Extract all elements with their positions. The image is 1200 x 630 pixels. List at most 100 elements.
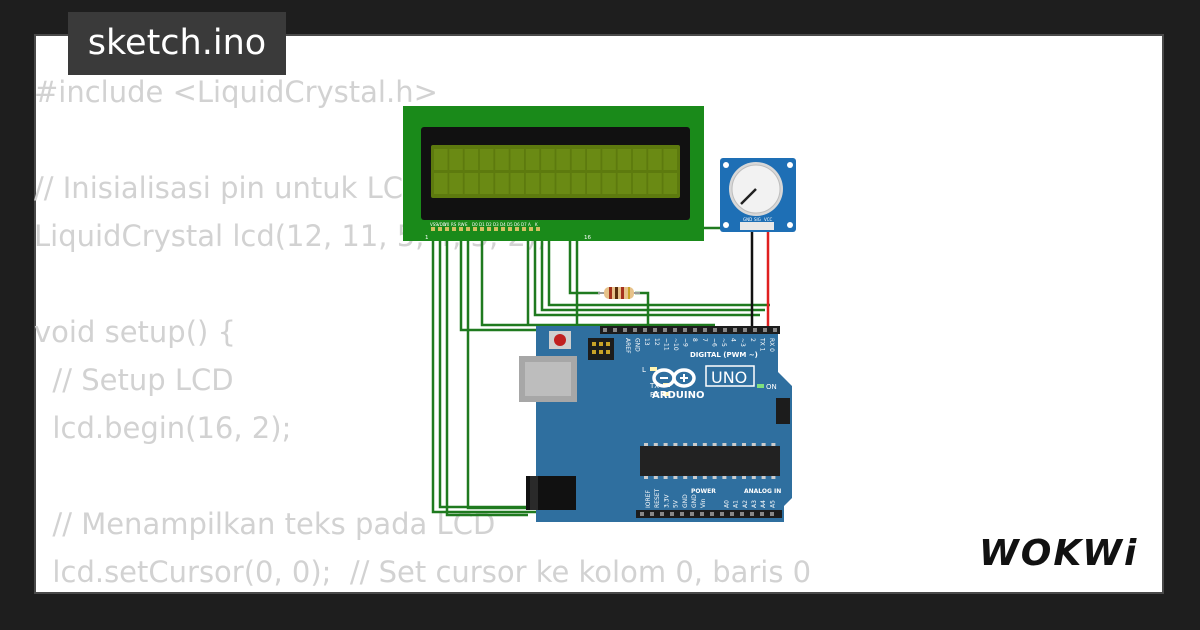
chip-leg: [751, 443, 756, 446]
lcd-pin-label: K: [535, 222, 538, 227]
resistor-band: [628, 287, 630, 299]
lcd-char-cell: [602, 149, 616, 170]
lcd-pin: [536, 227, 540, 231]
lcd-char-cell: [495, 149, 509, 170]
bottom-pin-label: A3: [751, 500, 758, 508]
power-jack-shade: [530, 476, 538, 510]
lcd-pin-label: D6: [514, 222, 520, 227]
wire-d6: [540, 236, 765, 312]
header-hole: [743, 328, 747, 332]
lcd-pin-label: D7: [521, 222, 527, 227]
bottom-pin-label: A2: [742, 500, 749, 508]
lcd-char-cell: [632, 149, 647, 170]
digital-pin-label: 2: [749, 338, 756, 342]
digital-label: DIGITAL (PWM ~): [690, 351, 758, 359]
led-l-label: L: [642, 366, 646, 374]
header-hole: [710, 512, 714, 516]
arduino-model: UNO: [711, 368, 747, 387]
header-hole: [663, 328, 667, 332]
lcd-pin: [459, 227, 463, 231]
lcd-char-cell: [434, 173, 448, 194]
chip-leg: [663, 443, 668, 446]
filename-tab[interactable]: sketch.ino: [68, 12, 286, 75]
digital-pin-label: RX 0: [768, 338, 775, 352]
lcd-pin-header: [431, 227, 540, 231]
pot-pin-label: VCC: [764, 217, 773, 222]
lcd-pin: [522, 227, 526, 231]
header-hole: [760, 512, 764, 516]
header-hole: [670, 512, 674, 516]
chip-leg: [742, 443, 746, 446]
lcd-char-cell: [602, 173, 616, 194]
header-hole: [683, 328, 687, 332]
icsp-pin: [592, 342, 596, 346]
wire-d5: [533, 236, 760, 317]
lcd-char-cell: [495, 173, 509, 194]
lcd-char-cell: [617, 149, 632, 170]
lcd-pin-label: RW: [458, 222, 465, 227]
header-hole: [640, 512, 644, 516]
card-bottom-border: [34, 592, 1164, 594]
code-line: // Setup LCD: [34, 363, 234, 397]
digital-pin-label: 7: [701, 338, 708, 342]
chip-leg: [761, 443, 766, 446]
knob-indicator: [740, 188, 757, 205]
mount-hole: [787, 162, 793, 168]
chip-leg: [693, 476, 697, 479]
uno-badge: [705, 365, 755, 387]
digital-pin-label: 12: [653, 338, 660, 346]
chip-leg: [771, 443, 776, 446]
bottom-pin-label: A4: [760, 500, 767, 508]
chip-leg: [673, 476, 678, 479]
code-line: // Menampilkan teks pada LCD: [34, 507, 496, 541]
icsp-pin: [599, 350, 603, 354]
reset-button[interactable]: [554, 334, 566, 346]
wire-d7: [547, 236, 770, 307]
lcd-char-cell: [541, 173, 555, 194]
lcd-char-cell: [556, 173, 570, 194]
header-hole: [700, 512, 704, 516]
arduino-brand: ARDUINO: [652, 390, 704, 401]
right-frame: [1164, 0, 1200, 630]
header-hole: [690, 512, 694, 516]
lcd-pin: [445, 227, 449, 231]
wire-anode: [568, 236, 600, 295]
lcd-pin: [452, 227, 456, 231]
digital-pin-label: 4: [730, 338, 737, 342]
pot-pin-strip: [740, 222, 774, 230]
code-background: #include <LiquidCrystal.h>// Inisialisas…: [34, 68, 811, 596]
header-hole: [613, 328, 617, 332]
analog-label: ANALOG IN: [744, 488, 781, 495]
lcd-pin: [487, 227, 491, 231]
chip-leg: [722, 476, 727, 479]
lcd-char-cell: [663, 173, 677, 194]
lcd-pin-label: D4: [500, 222, 506, 227]
icsp-pin: [599, 342, 603, 346]
potentiometer[interactable]: GND SIG VCC: [720, 158, 796, 232]
chip-leg: [732, 476, 737, 479]
lcd-pin-label: VDD: [437, 222, 446, 227]
lcd-pin-label: D5: [507, 222, 513, 227]
header-hole: [753, 328, 757, 332]
lcd-char-cell: [449, 173, 463, 194]
resistor[interactable]: [598, 287, 640, 299]
lcd-pin-label: E: [465, 222, 468, 227]
bottom-pin-label: Vin: [700, 498, 707, 508]
chip-leg: [761, 476, 766, 479]
header-hole: [713, 328, 717, 332]
mount-hole: [723, 162, 729, 168]
bottom-pin-label: A5: [769, 500, 776, 508]
icsp-header-2: [776, 398, 790, 424]
code-line: // Inisialisasi pin untuk LCD: [34, 171, 426, 205]
lcd-pin: [501, 227, 505, 231]
wokwi-logo[interactable]: WOKWi: [975, 527, 1155, 577]
chip-leg: [751, 476, 756, 479]
lcd-char-cell: [464, 173, 479, 194]
header-hole: [660, 512, 664, 516]
lcd-pin: [494, 227, 498, 231]
pot-pin-label: GND: [743, 217, 752, 222]
